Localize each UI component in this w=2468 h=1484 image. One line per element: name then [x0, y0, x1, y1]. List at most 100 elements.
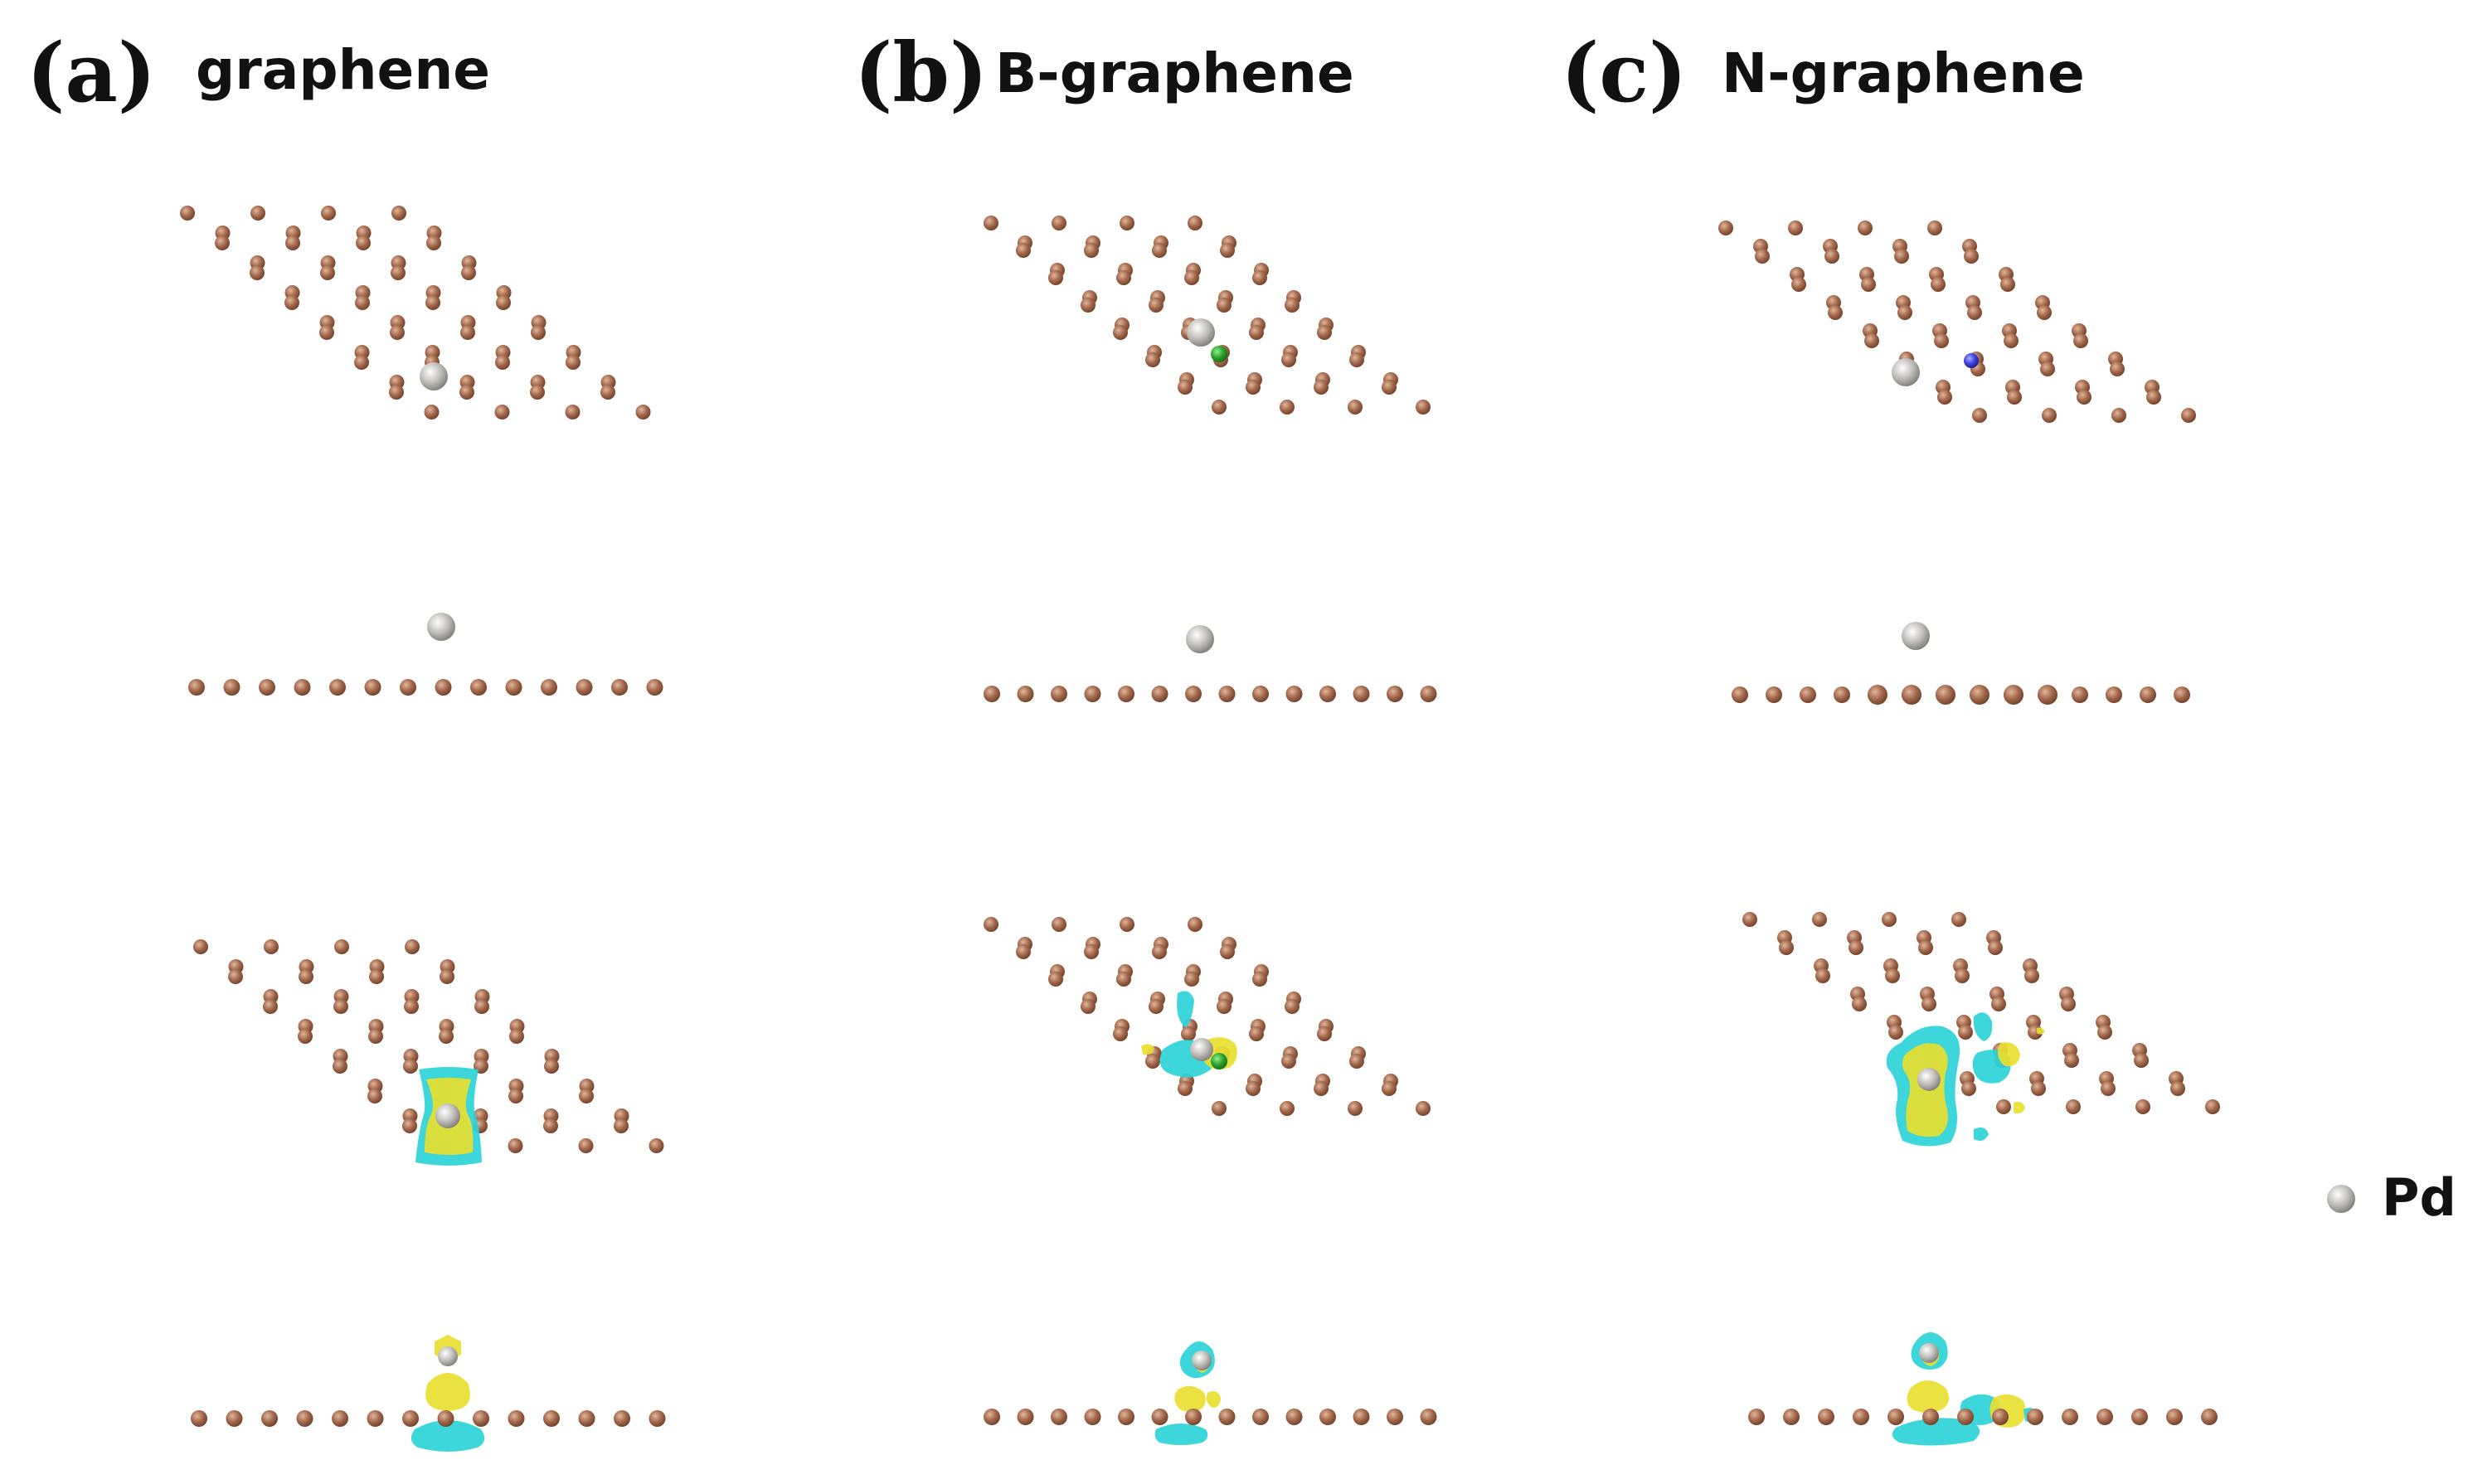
carbon-atom [496, 295, 511, 310]
carbon-atom [354, 355, 369, 370]
carbon-atom [2004, 685, 2023, 705]
carbon-atom [1151, 1409, 1168, 1425]
pd-atom [1186, 625, 1214, 653]
carbon-atom [2042, 408, 2057, 423]
carbon-atom [1812, 912, 1827, 927]
carbon-atom [1951, 912, 1966, 927]
legend-pd-label: Pd [2382, 1167, 2456, 1228]
depletion-isosurface [1973, 1012, 1993, 1041]
carbon-atom [299, 969, 313, 984]
carbon-atom [1314, 380, 1329, 395]
carbon-atom [2174, 686, 2190, 703]
carbon-atom [2037, 305, 2052, 320]
carbon-atom [1834, 686, 1850, 703]
carbon-atom [1937, 390, 1952, 405]
carbon-atom [296, 1410, 313, 1427]
carbon-atom [470, 679, 487, 696]
carbon-atom [435, 679, 452, 696]
carbon-atom [2007, 390, 2022, 405]
depletion-isosurface [1177, 991, 1194, 1028]
carbon-atom [1252, 270, 1267, 285]
carbon-atom [1016, 243, 1031, 258]
carbon-atom [1828, 305, 1843, 320]
carbon-atom [1931, 277, 1946, 292]
depletion-isosurface [1892, 1418, 1980, 1446]
carbon-atom [364, 679, 381, 696]
carbon-atom [284, 295, 299, 310]
carbon-atom [1152, 243, 1167, 258]
carbon-atom [611, 679, 628, 696]
carbon-atom [1149, 298, 1164, 313]
carbon-atom [2146, 390, 2161, 405]
carbon-atom [2140, 686, 2156, 703]
carbon-atom [1220, 243, 1235, 258]
panel-a-letter: (a) [27, 26, 157, 121]
carbon-atom [1416, 400, 1431, 415]
depletion-isosurface [1974, 1128, 1989, 1141]
carbon-atom [215, 235, 230, 250]
carbon-atom [1416, 1101, 1431, 1116]
carbon-atom [1246, 380, 1261, 395]
carbon-atom [2201, 1409, 2218, 1425]
carbon-atom [649, 1138, 664, 1153]
carbon-atom [2166, 1409, 2183, 1425]
carbon-atom [1048, 972, 1063, 987]
carbon-atom [473, 1410, 489, 1427]
carbon-atom [333, 999, 348, 1014]
carbon-atom [285, 235, 300, 250]
carbon-atom [1958, 1025, 1973, 1040]
carbon-atom [1779, 940, 1794, 955]
carbon-atom [505, 679, 522, 696]
accumulation-isosurface [1907, 1380, 1950, 1413]
carbon-atom [1815, 968, 1830, 983]
carbon-atom [461, 265, 476, 280]
carbon-atom [320, 265, 335, 280]
carbon-atom [425, 295, 440, 310]
carbon-atom [1961, 1081, 1976, 1096]
carbon-atom [646, 679, 663, 696]
pd-atom [420, 362, 448, 390]
carbon-atom [2040, 361, 2055, 376]
carbon-atom [1185, 686, 1202, 702]
carbon-atom [367, 1410, 384, 1427]
carbon-atom [426, 235, 441, 250]
carbon-atom [509, 1029, 524, 1044]
carbon-atom [649, 1410, 666, 1427]
carbon-atom [1718, 221, 1733, 235]
carbon-atom [2038, 685, 2057, 705]
carbon-atom [1118, 1409, 1134, 1425]
carbon-atom [1888, 1025, 1903, 1040]
carbon-atom [459, 385, 474, 400]
carbon-atom [1967, 305, 1982, 320]
carbon-atom [402, 1410, 419, 1427]
carbon-atom [391, 206, 406, 221]
carbon-atom [494, 405, 510, 419]
carbon-atom [614, 1410, 630, 1427]
carbon-atom [1285, 1409, 1303, 1425]
carbon-atom [1212, 400, 1227, 415]
panel-b-title: B-graphene [995, 41, 1354, 105]
carbon-atom [1280, 1101, 1295, 1116]
carbon-atom [319, 325, 334, 340]
carbon-atom [984, 917, 998, 932]
carbon-atom [541, 679, 557, 696]
legend-pd-marker [2327, 1185, 2355, 1213]
pd-atom [1892, 358, 1920, 386]
carbon-atom [1382, 380, 1397, 395]
carbon-atom [264, 939, 279, 954]
carbon-atom [1249, 1026, 1264, 1041]
carbon-atom [1922, 1409, 1939, 1425]
carbon-atom [1051, 686, 1067, 702]
carbon-atom [1217, 298, 1232, 313]
carbon-atom [1382, 1081, 1397, 1096]
carbon-atom [191, 1410, 207, 1427]
carbon-atom [1964, 249, 1979, 264]
carbon-atom [1800, 686, 1816, 703]
carbon-atom [2106, 686, 2122, 703]
carbon-atom [1081, 999, 1096, 1014]
carbon-atom [403, 1059, 418, 1074]
carbon-atom [544, 1059, 559, 1074]
carbon-atom [2205, 1099, 2220, 1114]
